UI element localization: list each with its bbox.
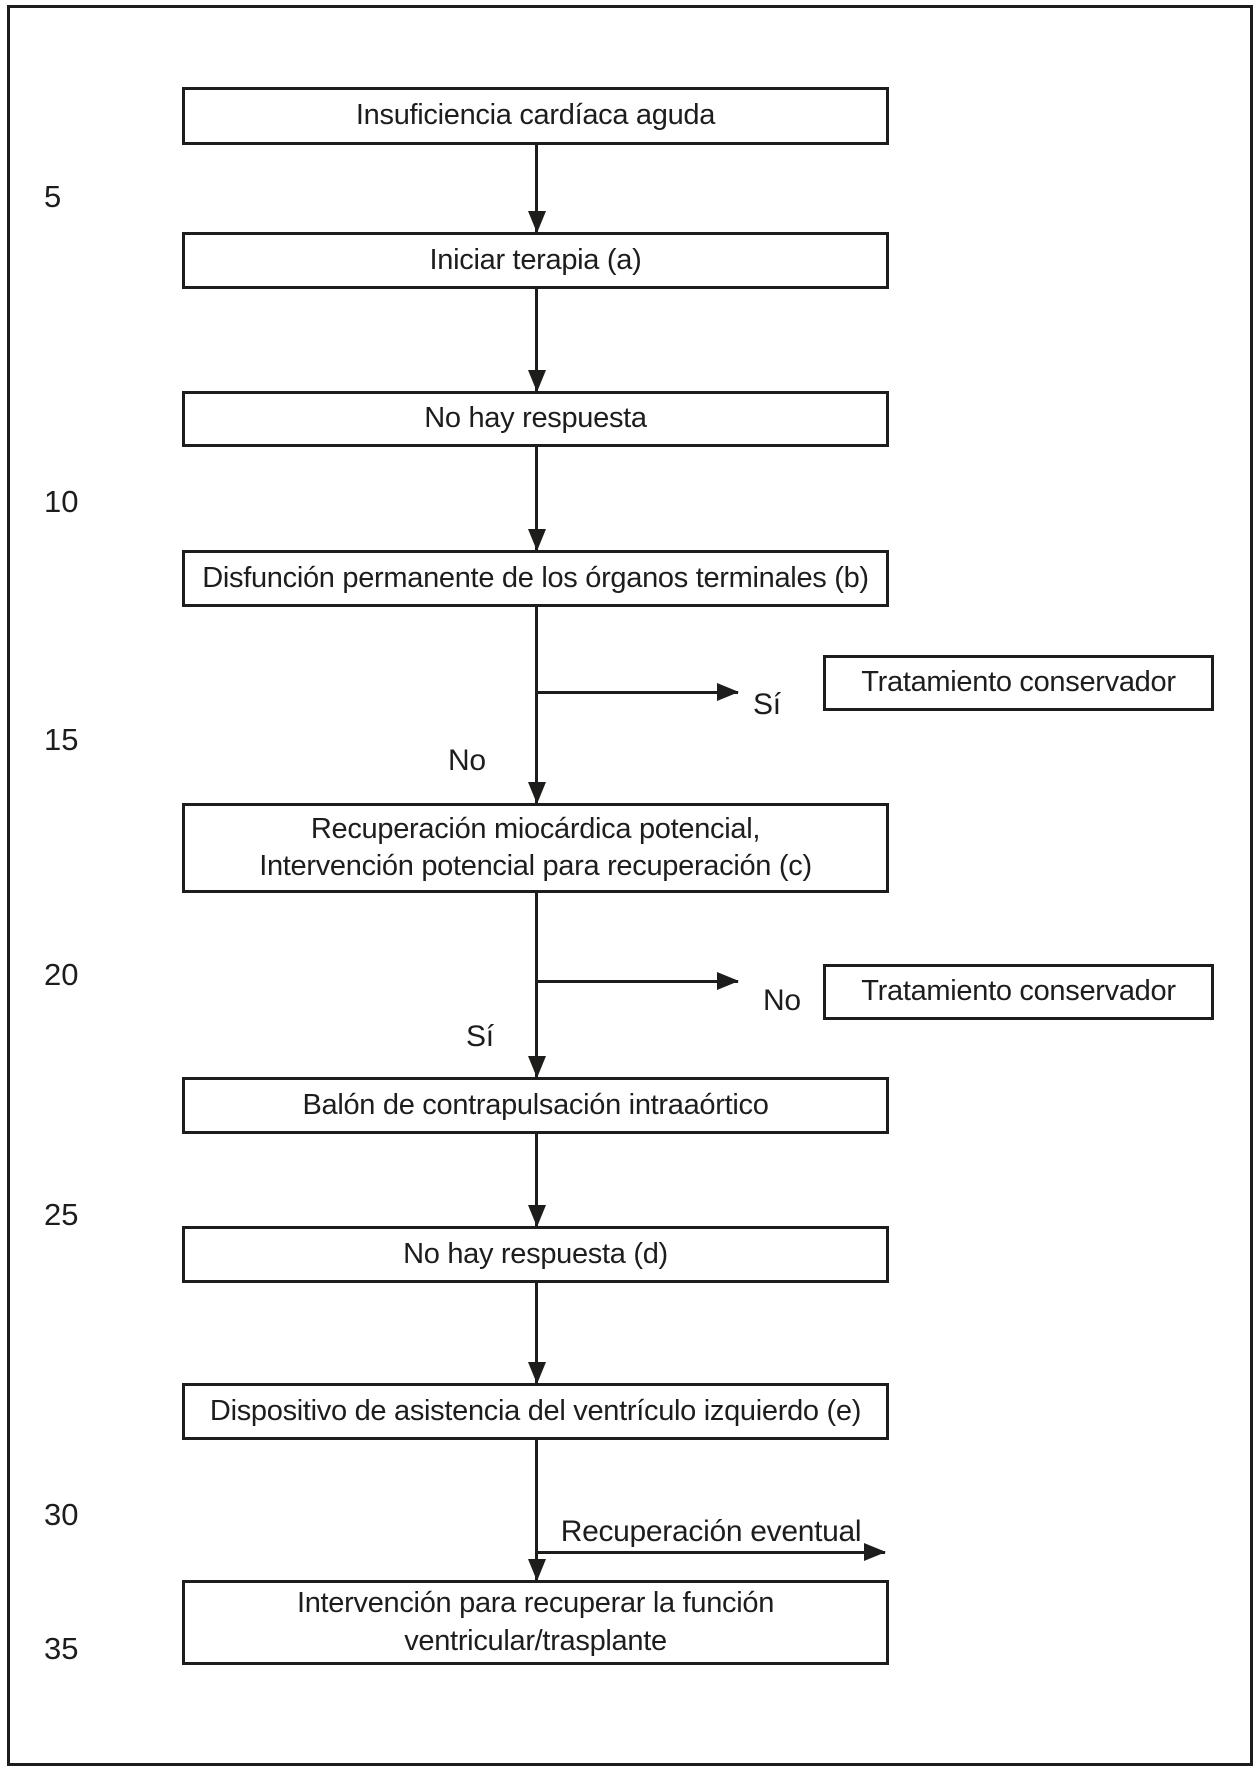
- edge-label-no-1: No: [448, 744, 486, 777]
- line-number-30: 30: [44, 1497, 79, 1532]
- flow-box-no-hay-respuesta-d: No hay respuesta (d): [182, 1226, 889, 1283]
- flow-box-disfuncion-permanente: Disfunción permanente de los órganos ter…: [182, 550, 889, 607]
- arrow-down-icon-3: [528, 447, 546, 551]
- edge-label-no-2: No: [763, 984, 801, 1017]
- edge-label-si-1: Sí: [753, 688, 781, 721]
- edge-label-recuperacion-eventual: Recuperación eventual: [560, 1515, 862, 1548]
- flow-box-balon-contrapulsacion: Balón de contrapulsación intraaórtico: [182, 1077, 889, 1134]
- line-number-5: 5: [44, 179, 62, 214]
- line-number-25: 25: [44, 1197, 79, 1232]
- line-number-20: 20: [44, 957, 79, 992]
- flow-box-insuficiencia-cardiaca: Insuficiencia cardíaca aguda: [182, 87, 889, 145]
- arrow-down-icon-4: [528, 607, 546, 804]
- flow-box-no-hay-respuesta: No hay respuesta: [182, 391, 889, 447]
- arrow-down-icon-7: [528, 1283, 546, 1384]
- line-number-35: 35: [44, 1631, 79, 1666]
- arrow-right-icon-si-branch: [537, 683, 739, 701]
- arrow-down-icon-2: [528, 289, 546, 392]
- flow-box-iniciar-terapia: Iniciar terapia (a): [182, 232, 889, 289]
- flow-box-tratamiento-conservador-2: Tratamiento conservador: [823, 964, 1214, 1020]
- flow-box-tratamiento-conservador-1: Tratamiento conservador: [823, 655, 1214, 711]
- arrow-down-icon-5: [528, 893, 546, 1078]
- line-number-10: 10: [44, 484, 79, 519]
- flow-box-dispositivo-asistencia: Dispositivo de asistencia del ventrículo…: [182, 1383, 889, 1440]
- flow-box-recuperacion-miocardica: Recuperación miocárdica potencial, Inter…: [182, 803, 889, 893]
- arrow-right-icon-recuperacion-branch: [537, 1543, 886, 1561]
- line-number-15: 15: [44, 722, 79, 757]
- arrow-down-icon-8: [528, 1440, 546, 1581]
- arrow-down-icon-1: [528, 145, 546, 233]
- arrow-right-icon-no-branch: [537, 972, 739, 990]
- page-border: [7, 5, 1253, 1766]
- edge-label-si-2: Sí: [466, 1020, 494, 1053]
- flow-box-intervencion-recuperar: Intervención para recuperar la función v…: [182, 1580, 889, 1665]
- arrow-down-icon-6: [528, 1134, 546, 1227]
